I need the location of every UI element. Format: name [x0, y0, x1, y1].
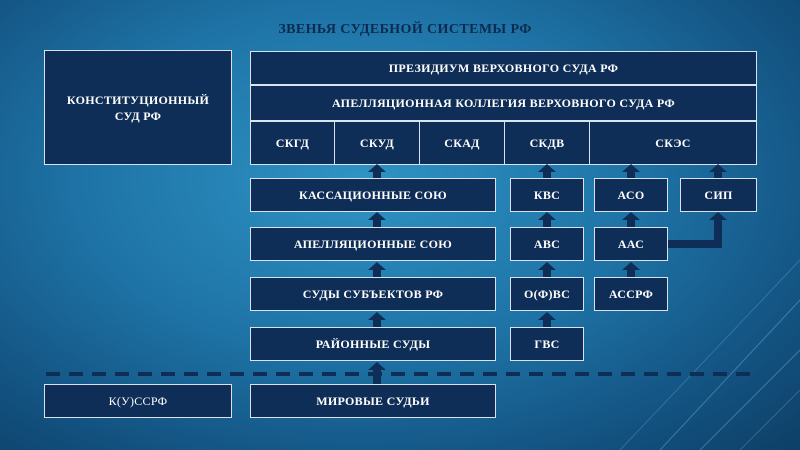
constitutional-court-label: КОНСТИТУЦИОННЫЙ СУД РФ: [66, 92, 210, 123]
district-courts-box: РАЙОННЫЕ СУДЫ: [250, 327, 496, 361]
arrow-aso-to-skes: [622, 164, 640, 178]
arrow-gvs-to-ofvs: [538, 312, 556, 327]
arrow-aas-to-sip: [668, 212, 727, 248]
magistrates-box: МИРОВЫЕ СУДЬИ: [250, 384, 496, 418]
arrow-appellate-to-cassation: [368, 212, 386, 227]
arrow-ofvs-to-avs: [538, 262, 556, 277]
military-avs-box: АВС: [510, 227, 584, 261]
arrow-kvs-to-skdv: [538, 164, 556, 178]
military-gvs-box: ГВС: [510, 327, 584, 361]
military-kvs-box: КВС: [510, 178, 584, 212]
arbitration-aas-box: ААС: [594, 227, 668, 261]
college-skdv: СКДВ: [505, 122, 590, 164]
college-skgd: СКГД: [251, 122, 335, 164]
arrow-regional-to-appellate: [368, 262, 386, 277]
presidium-label: ПРЕЗИДИУМ ВЕРХОВНОГО СУДА РФ: [388, 60, 619, 75]
regional-constitutional-box: К(У)ССРФ: [44, 384, 232, 418]
cassation-courts-box: КАССАЦИОННЫЕ СОЮ: [250, 178, 496, 212]
colleges-row: СКГД СКУД СКАД СКДВ СКЭС: [250, 121, 757, 165]
college-skes: СКЭС: [655, 135, 691, 150]
arbitration-assrf-box: АССРФ: [594, 277, 668, 311]
regional-courts-box: СУДЫ СУБЪЕКТОВ РФ: [250, 277, 496, 311]
page-title: ЗВЕНЬЯ СУДЕБНОЙ СИСТЕМЫ РФ: [278, 22, 532, 37]
presidium-box: ПРЕЗИДИУМ ВЕРХОВНОГО СУДА РФ: [250, 51, 757, 85]
arrow-assrf-to-aas: [622, 262, 640, 277]
arrow-magistrates-to-district: [368, 362, 386, 384]
college-skud: СКУД: [335, 122, 420, 164]
arbitration-aso-box: АСО: [594, 178, 668, 212]
appellate-courts-box: АПЕЛЛЯЦИОННЫЕ СОЮ: [250, 227, 496, 261]
arrow-aas-to-aso: [622, 212, 640, 227]
arrow-cassation-to-colleges: [368, 164, 386, 178]
appeal-board-label: АПЕЛЛЯЦИОННАЯ КОЛЛЕГИЯ ВЕРХОВНОГО СУДА Р…: [332, 95, 675, 110]
arrow-sip-to-skes: [709, 164, 727, 178]
military-ofvs-box: О(Ф)ВС: [510, 277, 584, 311]
appeal-board-box: АПЕЛЛЯЦИОННАЯ КОЛЛЕГИЯ ВЕРХОВНОГО СУДА Р…: [250, 85, 757, 121]
college-skad: СКАД: [420, 122, 505, 164]
arrow-avs-to-kvs: [538, 212, 556, 227]
ip-court-box: СИП: [680, 178, 757, 212]
arrow-district-to-regional: [368, 312, 386, 327]
constitutional-court-box: КОНСТИТУЦИОННЫЙ СУД РФ: [44, 50, 232, 165]
